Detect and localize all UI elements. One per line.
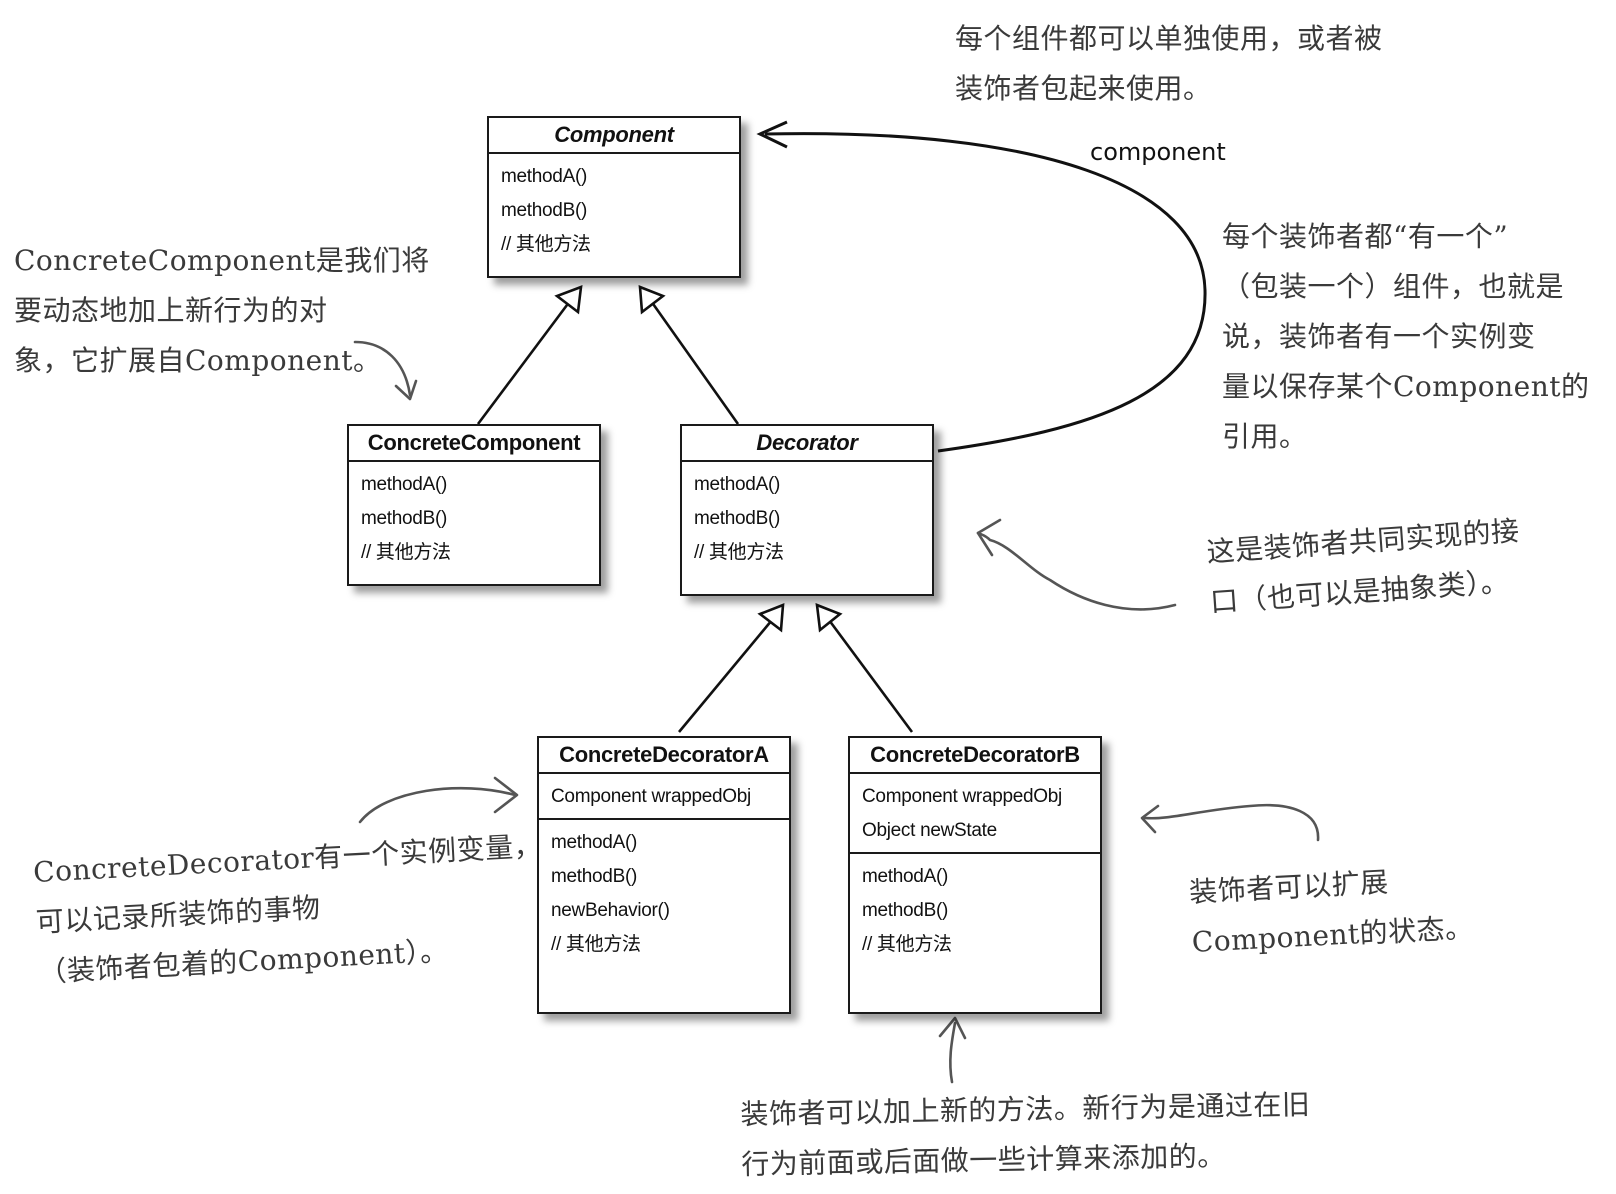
- method-item: methodB(): [361, 508, 448, 529]
- arrowhead-icon: [493, 776, 519, 814]
- field-list: Component wrappedObj Object newState: [850, 774, 1100, 854]
- note-line: ConcreteComponent是我们将: [14, 244, 430, 277]
- association-arrowhead-icon: [756, 120, 788, 149]
- inheritance-line-concretedecoratorb: [827, 619, 914, 733]
- note-line: 每个组件都可以单独使用，或者被: [955, 22, 1383, 55]
- method-list: methodA() methodB() newBehavior() // 其他方…: [539, 820, 789, 966]
- class-concretecomponent[interactable]: ConcreteComponent methodA() methodB() //…: [347, 424, 601, 586]
- class-component[interactable]: Component methodA() methodB() // 其他方法: [487, 116, 741, 278]
- inheritance-line-concretecomponent: [476, 300, 572, 425]
- method-list: methodA() methodB() // 其他方法: [850, 854, 1100, 966]
- class-title: ConcreteDecoratorA: [539, 738, 789, 774]
- note-right-bottom: 装饰者可以扩展 Component的状态。: [1188, 853, 1475, 968]
- association-loop: [764, 132, 1207, 453]
- note-line: 说，装饰者有一个实例变: [1222, 320, 1536, 353]
- note-right-top: 每个装饰者都“有一个” （包装一个）组件，也就是 说，装饰者有一个实例变 量以保…: [1222, 212, 1590, 462]
- method-list: methodA() methodB() // 其他方法: [489, 154, 739, 266]
- class-decorator[interactable]: Decorator methodA() methodB() // 其他方法: [680, 424, 934, 596]
- annotation-arrow-left-bottom: [358, 786, 517, 824]
- method-item: // 其他方法: [551, 934, 641, 955]
- class-title: Component: [489, 118, 739, 154]
- field-item: Component wrappedObj: [551, 786, 751, 807]
- method-item: newBehavior(): [551, 900, 670, 921]
- note-left-bottom: ConcreteDecorator有一个实例变量， 可以记录所装饰的事物 （装饰…: [32, 821, 549, 997]
- method-item: // 其他方法: [361, 542, 451, 563]
- method-item: methodA(): [862, 866, 949, 887]
- annotation-arrow-left-top: [353, 340, 412, 397]
- note-line: 量以保存某个Component的: [1222, 370, 1590, 403]
- note-bottom: 装饰者可以加上新的方法。新行为是通过在旧 行为前面或后面做一些计算来添加的。: [740, 1080, 1312, 1190]
- method-list: methodA() methodB() // 其他方法: [349, 462, 599, 574]
- method-item: methodB(): [551, 866, 638, 887]
- method-item: methodB(): [862, 900, 949, 921]
- class-concretedecoratora[interactable]: ConcreteDecoratorA Component wrappedObj …: [537, 736, 791, 1014]
- arrowhead-icon: [938, 1016, 967, 1040]
- field-item: Component wrappedObj: [862, 786, 1062, 807]
- field-item: Object newState: [862, 820, 997, 841]
- inheritance-line-concretedecoratora: [677, 619, 774, 733]
- method-item: methodA(): [551, 832, 638, 853]
- note-line: 每个装饰者都“有一个”: [1222, 220, 1509, 253]
- arrowhead-icon: [976, 518, 1002, 557]
- note-left-top: ConcreteComponent是我们将 要动态地加上新行为的对 象，它扩展自…: [14, 236, 430, 386]
- method-item: // 其他方法: [862, 934, 952, 955]
- inheritance-arrowhead-icon: [554, 285, 583, 315]
- note-line: 行为前面或后面做一些计算来添加的。: [741, 1139, 1227, 1181]
- note-line: 引用。: [1222, 420, 1308, 453]
- class-title: ConcreteComponent: [349, 426, 599, 462]
- note-line: 象，它扩展自Component。: [14, 344, 382, 377]
- method-item: methodB(): [694, 508, 781, 529]
- annotation-arrow-right-bottom: [1143, 803, 1320, 842]
- method-item: methodB(): [501, 200, 588, 221]
- method-item: // 其他方法: [501, 234, 591, 255]
- annotation-arrow-bottom: [949, 1021, 957, 1084]
- note-line: 要动态地加上新行为的对: [14, 294, 328, 327]
- class-title: Decorator: [682, 426, 932, 462]
- method-item: methodA(): [501, 166, 588, 187]
- class-concretedecoratorb[interactable]: ConcreteDecoratorB Component wrappedObj …: [848, 736, 1102, 1014]
- arrowhead-icon: [1140, 804, 1160, 834]
- method-list: methodA() methodB() // 其他方法: [682, 462, 932, 574]
- annotation-arrow-right-mid: [976, 531, 1177, 611]
- inheritance-arrowhead-icon: [815, 602, 843, 633]
- arrowhead-icon: [394, 379, 418, 401]
- method-item: methodA(): [361, 474, 448, 495]
- field-list: Component wrappedObj: [539, 774, 789, 820]
- note-line: 装饰者包起来使用。: [955, 72, 1212, 105]
- note-line: （包装一个）组件，也就是: [1222, 270, 1565, 303]
- inheritance-arrowhead-icon: [638, 285, 666, 315]
- method-item: // 其他方法: [694, 542, 784, 563]
- class-title: ConcreteDecoratorB: [850, 738, 1100, 774]
- method-item: methodA(): [694, 474, 781, 495]
- association-label: component: [1090, 138, 1226, 166]
- inheritance-line-decorator: [649, 300, 740, 425]
- inheritance-arrowhead-icon: [757, 603, 785, 633]
- note-top: 每个组件都可以单独使用，或者被 装饰者包起来使用。: [955, 14, 1383, 114]
